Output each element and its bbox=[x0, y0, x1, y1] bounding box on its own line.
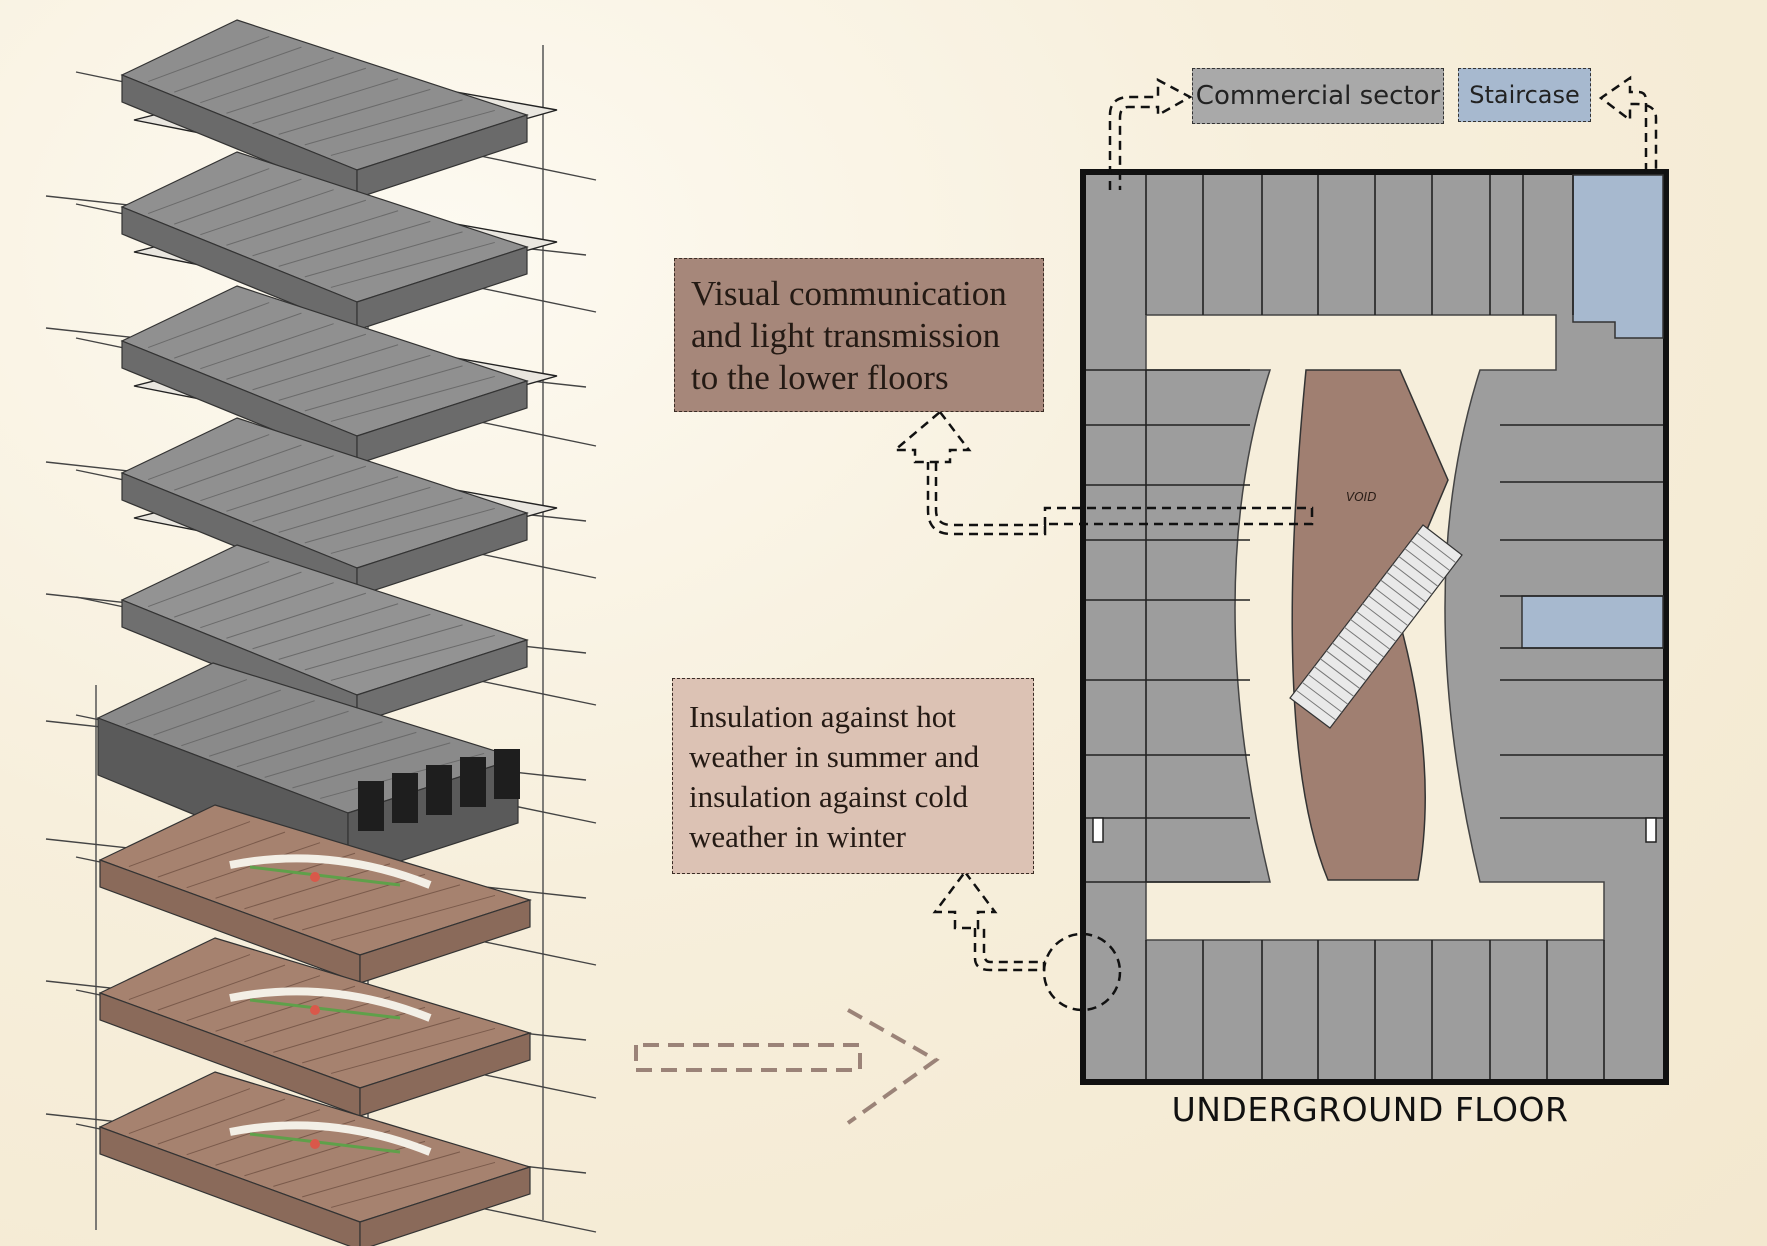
legend-commercial-sector: Commercial sector bbox=[1192, 68, 1444, 124]
underground-floor-plan bbox=[1080, 169, 1669, 1085]
exploded-floor-stack bbox=[45, 19, 597, 1246]
insulation-callout: Insulation against hot weather in summer… bbox=[672, 678, 1034, 874]
callout-line: insulation against cold bbox=[689, 779, 968, 814]
annotation-arrows bbox=[891, 75, 1658, 1012]
void-label: VOID bbox=[1346, 490, 1377, 504]
staircase-top bbox=[1572, 174, 1664, 339]
callout-line: weather in winter bbox=[689, 819, 906, 854]
callout-line: and light transmission bbox=[691, 316, 1001, 355]
visual-communication-callout: Visual communication and light transmiss… bbox=[674, 258, 1044, 412]
callout-line: weather in summer and bbox=[689, 739, 980, 774]
callout-line: Visual communication bbox=[691, 274, 1007, 313]
plan-title: UNDERGROUND FLOOR bbox=[1171, 1090, 1569, 1129]
stack-floor-3 bbox=[45, 285, 597, 522]
escalator bbox=[1289, 524, 1463, 729]
callout-line: Insulation against hot bbox=[689, 699, 956, 734]
staircase-side bbox=[1521, 595, 1664, 649]
stack-floor-1 bbox=[45, 19, 597, 256]
big-dashed-arrow bbox=[634, 1008, 940, 1125]
stack-floor-9 bbox=[75, 1071, 597, 1246]
legend-staircase: Staircase bbox=[1458, 68, 1591, 122]
callout-line: to the lower floors bbox=[691, 358, 949, 397]
